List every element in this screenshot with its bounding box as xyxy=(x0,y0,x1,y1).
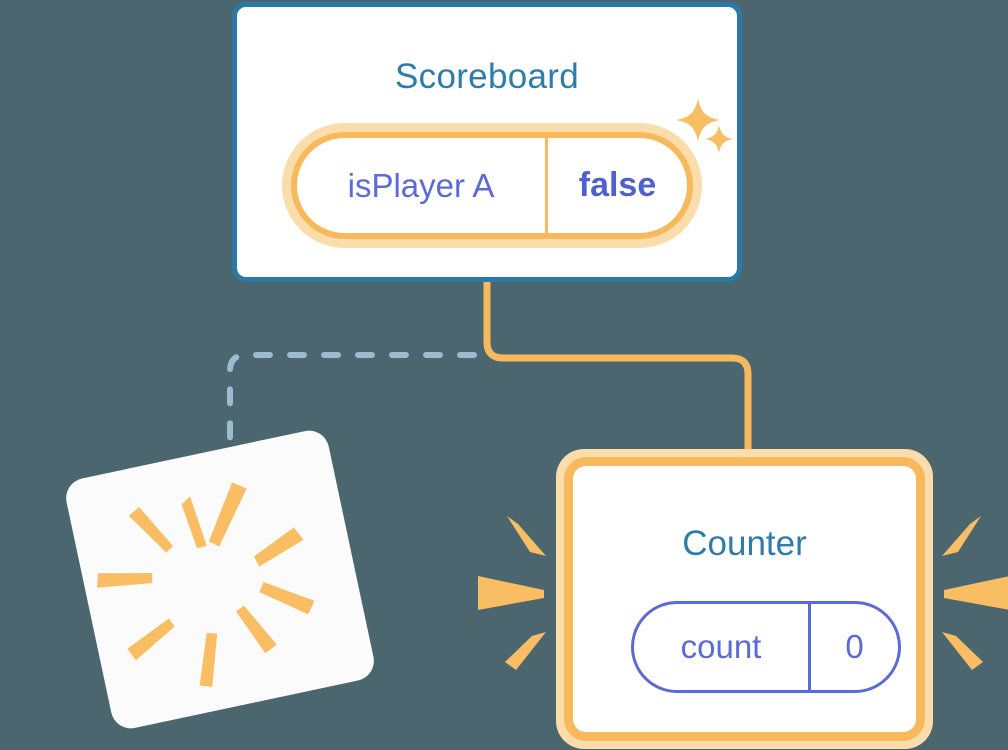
counter-state-value: 0 xyxy=(845,628,864,665)
counter-state-key: count xyxy=(680,628,762,665)
pill-divider xyxy=(808,604,811,690)
scoreboard-state-pill-inner: isPlayer A false xyxy=(291,132,693,239)
counter-burst-right-icon xyxy=(942,516,1008,670)
scoreboard-card[interactable]: Scoreboard isPlayer A false xyxy=(232,2,742,282)
counter-card[interactable]: Counter count 0 xyxy=(556,449,933,749)
counter-card-inner: Counter count 0 xyxy=(564,457,925,741)
page-title-scoreboard: Scoreboard xyxy=(395,57,579,96)
scoreboard-state-value: false xyxy=(578,166,657,204)
sparkle-small-icon xyxy=(705,125,733,153)
connector-scoreboard-to-counter xyxy=(483,281,752,462)
scoreboard-state-pill[interactable]: isPlayer A false xyxy=(282,123,702,248)
pill-divider xyxy=(545,138,548,233)
ghost-card[interactable] xyxy=(62,426,378,733)
sparkle-large-icon xyxy=(676,98,720,142)
ghost-card-burst-icon xyxy=(97,482,315,687)
counter-burst-left-icon xyxy=(478,516,546,670)
counter-state-pill[interactable]: count 0 xyxy=(631,601,901,693)
scoreboard-state-key: isPlayer A xyxy=(347,166,495,204)
page-title-counter: Counter xyxy=(682,524,807,563)
